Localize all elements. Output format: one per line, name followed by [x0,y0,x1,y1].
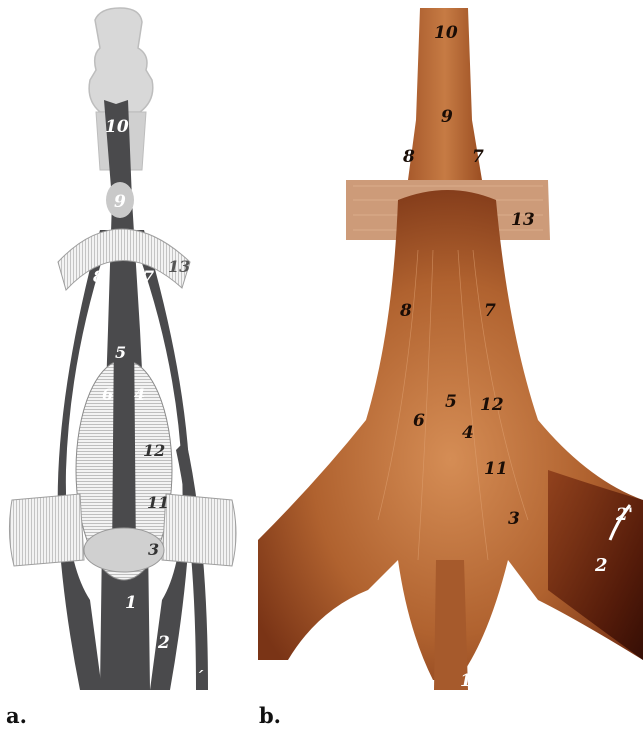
label-b-2: 2 [594,555,608,576]
photo-svg: 10 9 8 7 13 8 7 5 12 6 4 11 3 2' 2 1 [258,0,643,700]
label-b-3: 3 [508,509,520,529]
label-b-11: 11 [484,459,508,479]
caption-b: b. [259,703,281,728]
label-a-9: 9 [114,192,126,212]
label-a-5: 5 [115,343,126,362]
label-a-1: 1 [125,593,137,613]
label-b-7-lower: 7 [484,301,496,321]
label-b-1: 1 [460,671,472,691]
label-a-12: 12 [143,441,165,460]
label-b-10: 10 [434,23,458,43]
metacarpal-left [9,494,84,566]
label-a-10: 10 [105,117,129,137]
label-a-13: 13 [168,257,190,276]
label-a-11: 11 [147,493,169,512]
label-a-3: 3 [148,540,159,559]
label-b-6: 6 [413,411,425,431]
label-b-8-lower: 8 [399,301,412,321]
label-b-4: 4 [462,423,474,443]
label-a-8: 8 [92,267,104,286]
label-b-5: 5 [445,392,457,412]
label-a-4: 4 [134,385,145,404]
label-b-2prime: 2' [615,505,633,525]
distal-phalanx [89,8,153,112]
label-b-13: 13 [511,210,535,230]
caption-a: a. [6,703,27,728]
label-b-12: 12 [480,395,504,415]
metacarpal-right [162,494,236,566]
label-b-8-upper: 8 [402,147,415,167]
label-b-7-upper: 7 [472,147,484,167]
dissection-photo: 10 9 8 7 13 8 7 5 12 6 4 11 3 2' 2 1 [258,0,643,700]
label-a-2prime: 2´ [183,668,204,687]
schematic-svg: 10 9 8 7 13 5 6 4 12 11 3 1 2 2´ [0,0,250,700]
label-a-2: 2 [157,633,170,653]
schematic-drawing: 10 9 8 7 13 5 6 4 12 11 3 1 2 2´ [0,0,250,700]
label-a-6: 6 [102,385,113,404]
label-b-9: 9 [441,107,453,127]
label-a-7: 7 [143,267,154,286]
